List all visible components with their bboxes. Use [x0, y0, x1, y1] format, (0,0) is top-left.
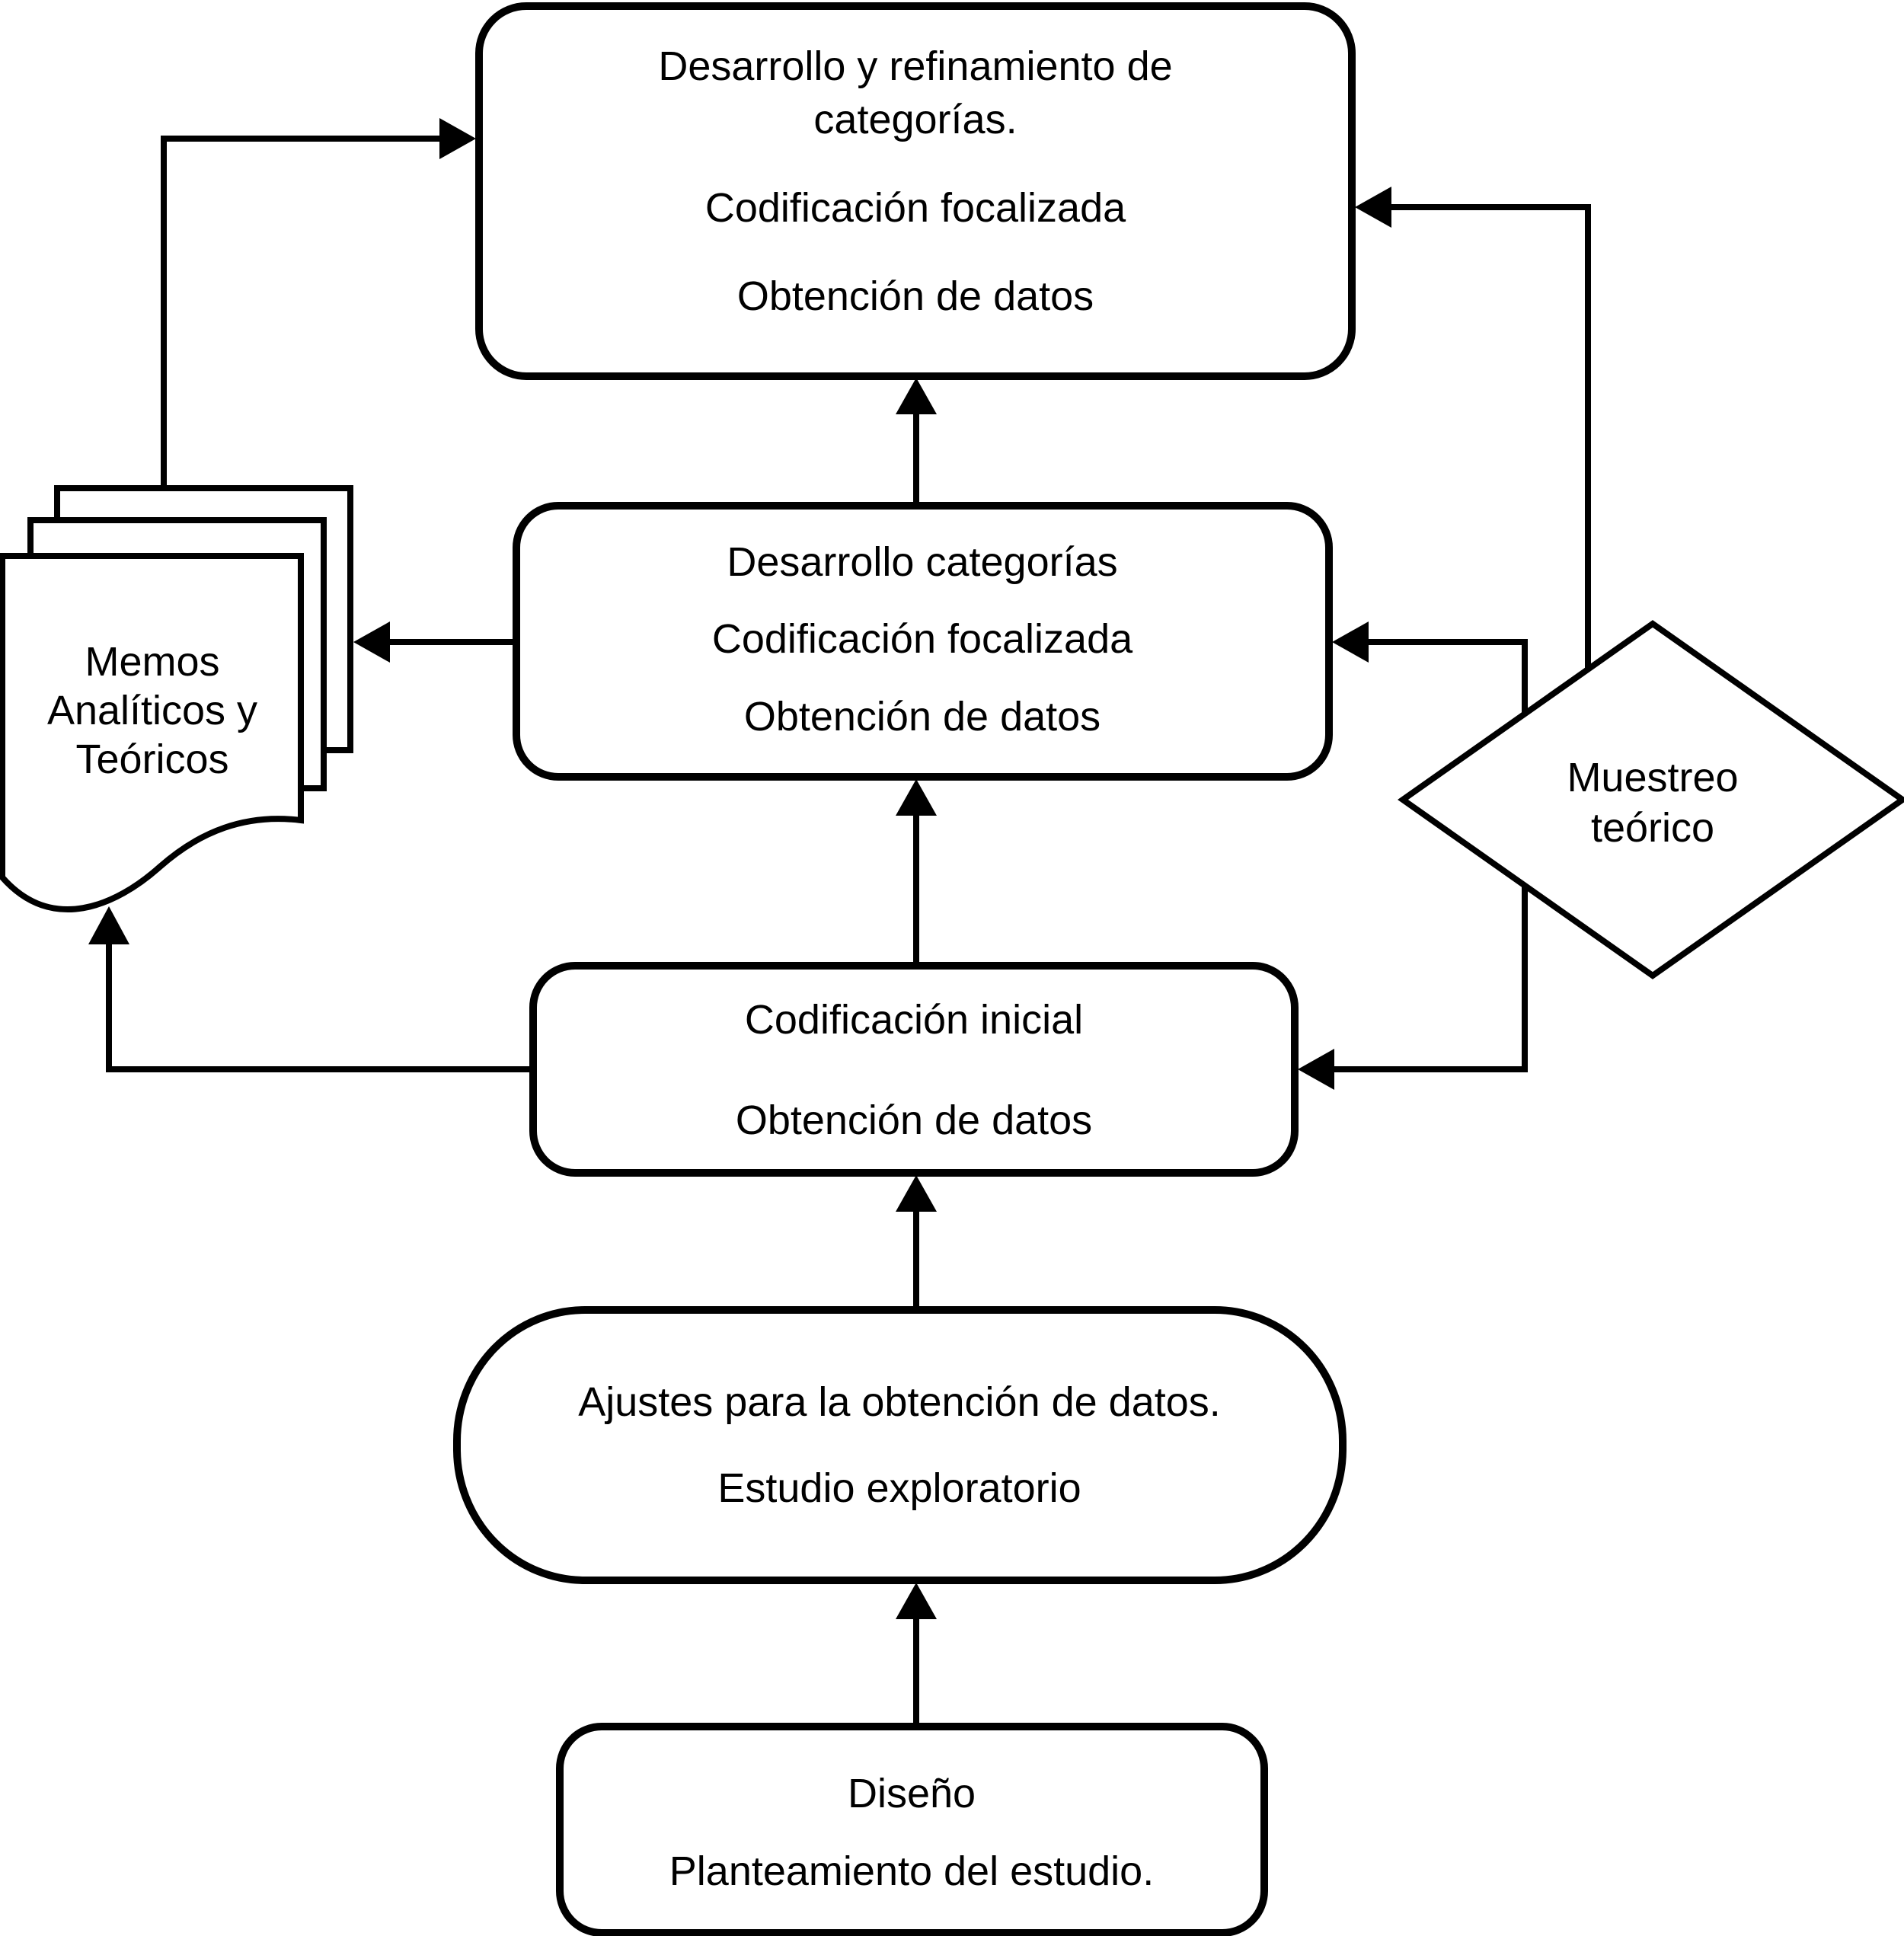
edge-memos-to-top-box [161, 118, 476, 494]
arrowhead-into-initial-box-right [1298, 1049, 1334, 1090]
edge-diamond-to-top-box [1355, 187, 1591, 750]
arrowhead-into-top-box-left [439, 118, 476, 159]
memos-label-line3: Teóricos [75, 736, 228, 782]
memos-label-line1: Memos [85, 639, 219, 685]
initial-box-label-line1: Codificación inicial [745, 997, 1083, 1043]
arrowhead-into-middle-bottom [896, 779, 937, 816]
arrowhead-into-top-box-right [1355, 187, 1391, 228]
top-box-label-line1: Desarrollo y refinamiento de [658, 43, 1172, 89]
edge-initial-to-memos-line [106, 944, 533, 1072]
top-box-shape [475, 2, 1356, 380]
sampling-diamond-label-line2: teórico [1591, 805, 1714, 851]
memos-document-node: Memos Analíticos y Teóricos [0, 485, 353, 913]
adjustments-stadium-shape [453, 1306, 1347, 1584]
memos-label-line2: Analíticos y [47, 688, 257, 733]
design-box-node: Diseño Planteamiento del estudio. [556, 1723, 1268, 1936]
adjustments-label-line2: Estudio exploratorio [717, 1465, 1081, 1511]
edge-middle-to-top [896, 378, 937, 506]
top-box-label-line3: Codificación focalizada [705, 185, 1126, 231]
edge-diamond-to-top-line [1391, 204, 1591, 750]
initial-box-shape [529, 962, 1299, 1177]
arrowhead-into-top-bottom [896, 378, 937, 414]
initial-box-label-line2: Obtención de datos [736, 1097, 1092, 1143]
adjustments-stadium-node: Ajustes para la obtención de datos. Estu… [453, 1306, 1347, 1584]
edge-initial-to-middle [896, 779, 937, 966]
arrowhead-into-initial-bottom [896, 1175, 937, 1212]
sampling-diamond-node: Muestreo teórico [1398, 620, 1904, 979]
top-box-label-line4: Obtención de datos [737, 273, 1094, 319]
edge-middle-box-to-memos [353, 621, 516, 663]
edge-adjustments-to-initial [896, 1175, 937, 1310]
memos-page-front [0, 553, 304, 913]
middle-box-node: Desarrollo categorías Codificación focal… [513, 502, 1333, 781]
middle-box-label-line2: Codificación focalizada [712, 616, 1133, 662]
edge-initial-box-to-memos [88, 906, 533, 1072]
design-box-label-line2: Planteamiento del estudio. [669, 1848, 1154, 1894]
arrowhead-into-memos-right [353, 621, 390, 663]
arrowhead-into-memos-bottom [88, 906, 129, 944]
edge-memos-to-top-line [161, 136, 439, 494]
edge-design-to-adjustments [896, 1583, 937, 1727]
middle-box-shape [513, 502, 1333, 781]
top-box-label-line2: categorías. [813, 97, 1017, 142]
sampling-diamond-shape [1398, 620, 1904, 979]
middle-box-label-line1: Desarrollo categorías [727, 539, 1117, 585]
adjustments-label-line1: Ajustes para la obtención de datos. [578, 1379, 1221, 1425]
sampling-diamond-label-line1: Muestreo [1567, 755, 1738, 800]
design-box-label-line1: Diseño [848, 1771, 976, 1816]
arrowhead-into-adjustments-bottom [896, 1583, 937, 1619]
initial-box-node: Codificación inicial Obtención de datos [529, 962, 1299, 1177]
middle-box-label-line3: Obtención de datos [744, 694, 1101, 740]
design-box-shape [556, 1723, 1268, 1936]
arrowhead-into-middle-box-right [1332, 621, 1369, 663]
top-box-node: Desarrollo y refinamiento de categorías.… [475, 2, 1356, 380]
